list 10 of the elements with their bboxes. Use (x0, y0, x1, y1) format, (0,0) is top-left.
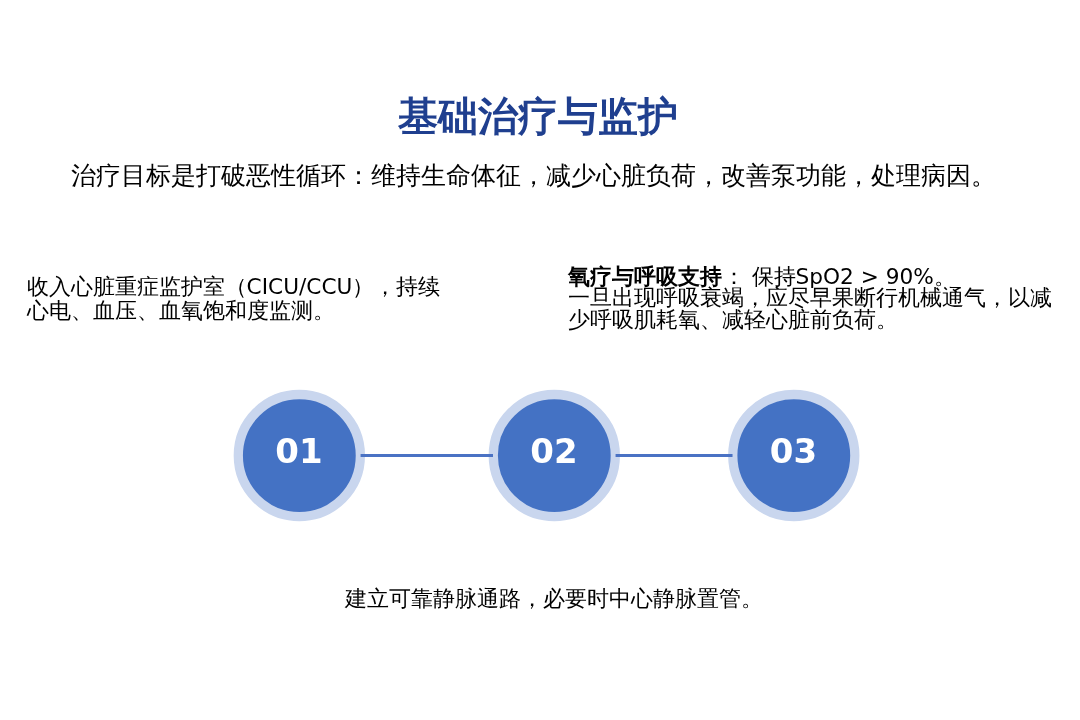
connector (360, 453, 493, 457)
node-circle: 02 (488, 389, 620, 521)
diagram-title: 基础治疗与监护 (397, 92, 678, 139)
node-circle: 03 (728, 389, 860, 521)
node-label: 收入心脏重症监护室（CICU/CCU），持续心电、血压、血氧饱和度监测。 (26, 273, 441, 323)
connector (615, 453, 733, 457)
node-circle: 01 (233, 389, 365, 521)
node-label: 氧疗与呼吸支持： 保持SpO2 > 90%。一旦出现呼吸衰竭，应尽早果断行机械通气，以减少呼吸肌耗氧、减轻心脏前负荷。 (568, 263, 1053, 332)
node-label: 建立可靠静脉通路，必要时中心静脉置管。 (344, 585, 763, 611)
label: 治疗目标是打破恶性循环：维持生命体征，减少心脏负荷，改善泵功能，处理病因。 (71, 160, 997, 190)
